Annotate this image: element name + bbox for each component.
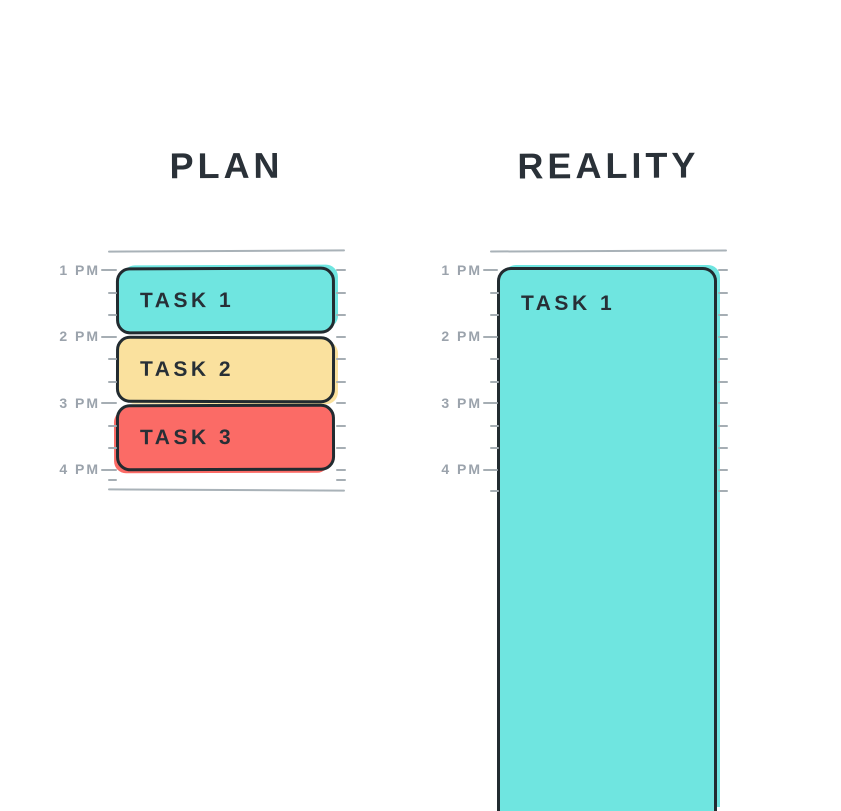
plan-hour-label-4pm: 4 PM: [59, 461, 100, 477]
tick-mark: [101, 469, 117, 471]
plan-hour-label-2pm: 2 PM: [59, 328, 100, 344]
tick-mark: [490, 314, 499, 316]
tick-mark: [336, 447, 346, 449]
tick-mark: [336, 425, 346, 427]
tick-mark: [336, 358, 346, 360]
tick-mark: [336, 479, 346, 481]
plan-hour-label-3pm: 3 PM: [59, 395, 100, 411]
tick-mark: [108, 381, 117, 383]
plan-task-label-1: TASK 1: [139, 288, 235, 312]
tick-mark: [108, 358, 117, 360]
tick-mark: [490, 381, 499, 383]
tick-mark: [336, 314, 346, 316]
tick-mark: [718, 292, 728, 294]
tick-mark: [336, 381, 346, 383]
tick-mark: [718, 425, 728, 427]
tick-mark: [101, 402, 117, 404]
tick-mark: [336, 336, 346, 338]
plan-hour-label-1pm: 1 PM: [59, 262, 100, 278]
tick-mark: [718, 402, 728, 404]
tick-mark: [718, 469, 728, 471]
reality-hour-label-1pm: 1 PM: [441, 262, 482, 278]
plan-task-block-3: TASK 3: [115, 403, 336, 472]
tick-mark: [718, 336, 728, 338]
tick-mark: [101, 269, 117, 271]
reality-hour-label-3pm: 3 PM: [441, 395, 482, 411]
tick-mark: [483, 469, 498, 471]
tick-mark: [108, 447, 117, 449]
tick-mark: [108, 314, 117, 316]
tick-mark: [490, 490, 499, 492]
plan-task-label-2: TASK 2: [139, 357, 235, 381]
reality-timeline-top-line: [489, 249, 728, 253]
reality-hour-label-2pm: 2 PM: [441, 328, 482, 344]
tick-mark: [718, 314, 728, 316]
tick-mark: [483, 336, 498, 338]
tick-mark: [490, 292, 499, 294]
tick-mark: [483, 269, 498, 271]
tick-mark: [336, 402, 346, 404]
tick-mark: [108, 292, 117, 294]
reality-hour-label-4pm: 4 PM: [441, 461, 482, 477]
tick-mark: [108, 479, 117, 481]
plan-task-label-3: TASK 3: [139, 425, 235, 449]
plan-task-block-1: TASK 1: [115, 266, 336, 335]
tick-mark: [718, 269, 728, 271]
reality-title: REALITY: [517, 144, 700, 187]
reality-task-label-1: TASK 1: [521, 292, 616, 315]
tick-mark: [718, 358, 728, 360]
tick-mark: [490, 358, 499, 360]
tick-mark: [718, 381, 728, 383]
tick-mark: [336, 469, 346, 471]
tick-mark: [718, 490, 728, 492]
plan-timeline-top-line: [107, 249, 346, 253]
tick-mark: [336, 292, 346, 294]
reality-task-block-1: TASK 1: [497, 267, 717, 811]
tick-mark: [483, 402, 498, 404]
plan-timeline-bottom-line: [107, 488, 346, 492]
tick-mark: [718, 447, 728, 449]
tick-mark: [108, 425, 117, 427]
plan-title: PLAN: [169, 144, 284, 187]
tick-mark: [490, 425, 499, 427]
tick-mark: [336, 269, 346, 271]
tick-mark: [101, 336, 117, 338]
plan-task-block-2: TASK 2: [115, 335, 336, 404]
tick-mark: [490, 447, 499, 449]
